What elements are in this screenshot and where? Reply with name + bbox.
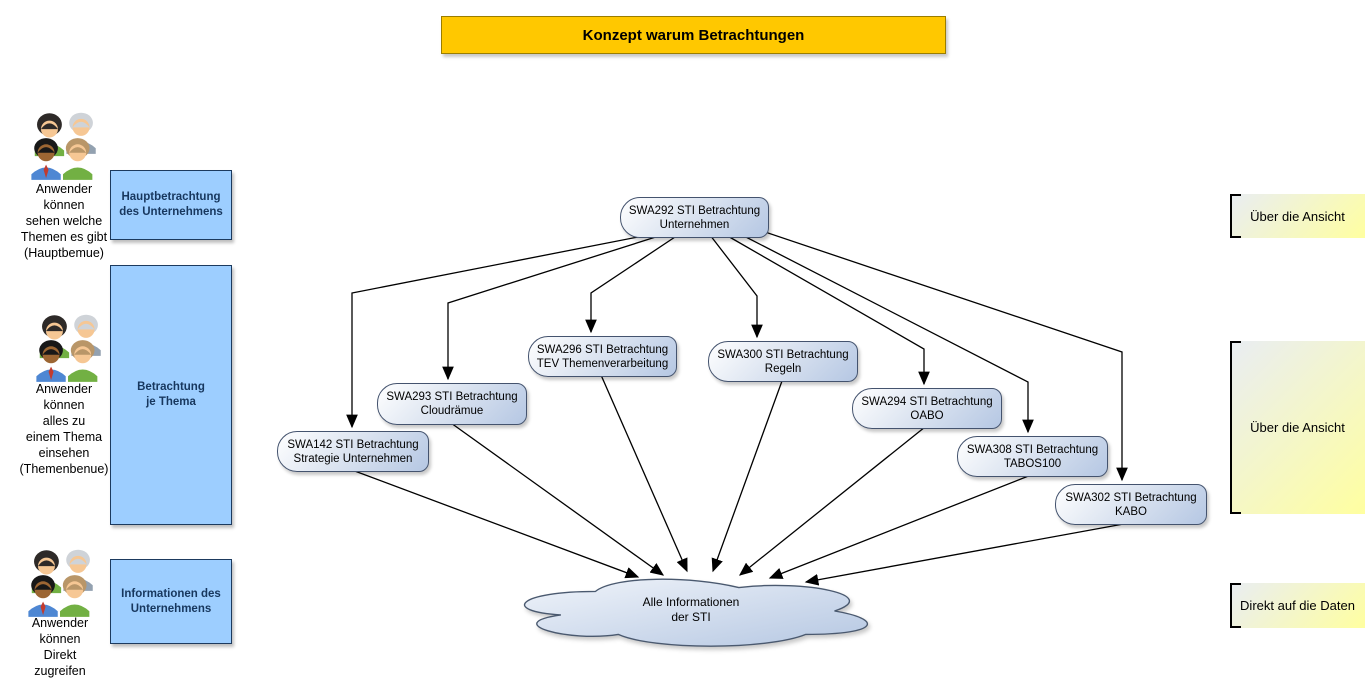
panel-betrachtung-je-thema-label: Betrachtung je Thema [137, 381, 205, 408]
edge-swa302-to-cloud [804, 522, 1130, 586]
edge-swa292-to-swa296 [585, 234, 679, 334]
node-swa294-label: SWA294 STI Betrachtung OABO [861, 395, 993, 422]
caption-themenbenue: Anwender können alles zu einem Thema ein… [19, 382, 109, 476]
node-swa302-label: SWA302 STI Betrachtung KABO [1065, 491, 1197, 518]
node-swa142[interactable]: SWA142 STI Betrachtung Strategie Unterne… [277, 431, 429, 472]
panel-betrachtung-je-thema[interactable]: Betrachtung je Thema [110, 265, 232, 525]
annotation-ueber-die-ansicht-1[interactable]: Über die Ansicht [1230, 194, 1365, 238]
edge-swa300-to-cloud [711, 380, 783, 573]
node-swa292[interactable]: SWA292 STI Betrachtung Unternehmen [620, 197, 769, 238]
node-swa296-label: SWA296 STI Betrachtung TEV Themenverarbe… [536, 343, 669, 370]
node-swa293-label: SWA293 STI Betrachtung Cloudrämue [386, 391, 518, 417]
panel-hauptbetrachtung[interactable]: Hauptbetrachtung des Unternehmens [110, 170, 232, 240]
annotation-label: Über die Ansicht [1250, 420, 1345, 435]
diagram-title[interactable]: Konzept warum Betrachtungen [441, 16, 946, 54]
edge-swa294-to-cloud [738, 426, 926, 576]
edge-swa292-to-swa302 [761, 230, 1128, 482]
diagram-title-label: Konzept warum Betrachtungen [582, 26, 805, 44]
node-swa308-label: SWA308 STI Betrachtung TABOS100 [966, 443, 1099, 470]
edge-swa296-to-cloud [600, 374, 688, 573]
edge-swa292-to-swa142 [346, 234, 649, 429]
node-swa142-label: SWA142 STI Betrachtung Strategie Unterne… [287, 438, 419, 465]
annotation-direkt-auf-die-daten[interactable]: Direkt auf die Daten [1230, 583, 1365, 628]
node-swa308[interactable]: SWA308 STI Betrachtung TABOS100 [957, 436, 1108, 477]
cloud-shape[interactable] [495, 570, 887, 652]
edge-swa292-to-swa300 [709, 234, 763, 339]
annotation-label: Über die Ansicht [1250, 208, 1345, 224]
panel-hauptbetrachtung-label: Hauptbetrachtung des Unternehmens [119, 191, 223, 218]
node-swa293[interactable]: SWA293 STI Betrachtung Cloudrämue [377, 383, 527, 425]
cloud-path [523, 578, 868, 647]
edge-swa142-to-cloud [351, 469, 640, 579]
caption-direkt: Anwender können Direkt zugreifen [31, 616, 89, 678]
node-swa300-label: SWA300 STI Betrachtung Regeln [717, 348, 849, 375]
node-swa302[interactable]: SWA302 STI Betrachtung KABO [1055, 484, 1207, 525]
node-swa296[interactable]: SWA296 STI Betrachtung TEV Themenverarbe… [528, 336, 677, 377]
node-swa292-label: SWA292 STI Betrachtung Unternehmen [628, 204, 761, 231]
cloud-label: Alle Informationen der STI [642, 595, 740, 624]
node-swa300[interactable]: SWA300 STI Betrachtung Regeln [708, 341, 858, 382]
edge-swa308-to-cloud [768, 474, 1032, 579]
node-swa294[interactable]: SWA294 STI Betrachtung OABO [852, 388, 1002, 429]
edge-swa293-to-cloud [450, 422, 665, 576]
caption-hauptbemue: Anwender können sehen welche Themen es g… [20, 182, 108, 260]
edge-swa292-to-swa293 [442, 234, 663, 381]
panel-informationen[interactable]: Informationen des Unternehmens [110, 559, 232, 644]
edge-swa292-to-swa308 [741, 234, 1034, 434]
edge-swa292-to-swa294 [725, 234, 930, 386]
annotation-label: Direkt auf die Daten [1240, 598, 1355, 613]
panel-informationen-label: Informationen des Unternehmens [121, 587, 221, 615]
annotation-ueber-die-ansicht-2[interactable]: Über die Ansicht [1230, 341, 1365, 514]
